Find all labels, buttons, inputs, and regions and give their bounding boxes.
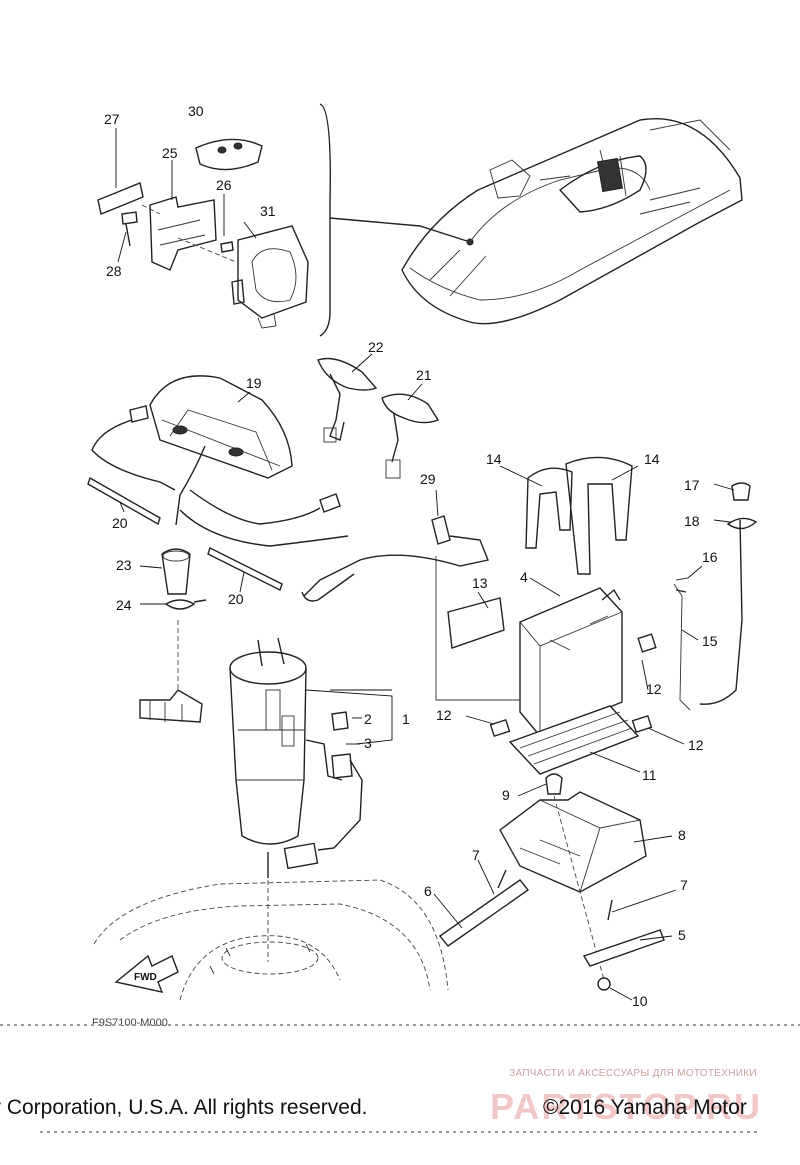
remote-group: [97, 138, 309, 329]
callout-29: 29: [420, 471, 436, 487]
copyright-left: r Corporation, U.S.A. All rights reserve…: [0, 1096, 368, 1119]
callout-30: 30: [188, 103, 204, 119]
callout-14a: 14: [486, 451, 502, 467]
callout-24: 24: [116, 597, 132, 613]
callout-26: 26: [216, 177, 232, 193]
fuel-tank-outline: [93, 879, 449, 1001]
battery-bands: [525, 456, 633, 575]
callout-5: 5: [678, 927, 686, 943]
callout-1: 1: [402, 711, 410, 727]
callout-14b: 14: [644, 451, 660, 467]
watercraft-illustration: [401, 118, 743, 325]
fuel-pump-module: [229, 637, 363, 962]
callout-16: 16: [702, 549, 718, 565]
battery-box: [438, 773, 665, 991]
callout-12a: 12: [646, 681, 662, 697]
battery: [519, 587, 623, 737]
callout-9: 9: [502, 787, 510, 803]
callout-17: 17: [684, 477, 700, 493]
grommet-and-clamp: [139, 548, 207, 723]
callout-23: 23: [116, 557, 132, 573]
callout-20b: 20: [228, 591, 244, 607]
multifunction-meter: [91, 375, 349, 547]
callout-13: 13: [472, 575, 488, 591]
callout-7b: 7: [680, 877, 688, 893]
switch-assembly-21: [381, 393, 440, 479]
watermark-tagline: ЗАПЧАСТИ И АКСЕССУАРЫ ДЛЯ МОТОТЕХНИКИ: [509, 1068, 757, 1079]
callout-19: 19: [246, 375, 262, 391]
watermark-logo: PARTSTOP.RU: [490, 1086, 763, 1127]
battery-pads: [447, 597, 657, 775]
callout-2: 2: [364, 711, 372, 727]
callout-31: 31: [260, 203, 276, 219]
callout-12c: 12: [688, 737, 704, 753]
copyright-footer: r Corporation, U.S.A. All rights reserve…: [0, 1096, 800, 1120]
callout-28: 28: [106, 263, 122, 279]
fwd-label: FWD: [134, 972, 157, 983]
cable-ties: [87, 476, 283, 591]
callout-7a: 7: [472, 847, 480, 863]
callout-21: 21: [416, 367, 432, 383]
group-bracket: [319, 103, 331, 337]
callout-12b: 12: [436, 707, 452, 723]
leader-lines: [115, 128, 735, 1001]
callout-11: 11: [642, 767, 657, 783]
callout-8: 8: [678, 827, 686, 843]
callout-labels: 1 2 3 4 5 6 7 7 8 9 10 11 12 12 12 12 13…: [92, 103, 718, 1029]
copyright-right: ©2016 Yamaha Motor: [543, 1096, 747, 1119]
figure-code: F9S7100-M000: [92, 1017, 168, 1029]
scan-noise-line: [40, 1131, 760, 1133]
callout-25: 25: [162, 145, 178, 161]
callout-3: 3: [364, 735, 372, 751]
forward-arrow: FWD: [114, 954, 179, 993]
scan-noise-line: [0, 1024, 800, 1026]
callout-18: 18: [684, 513, 700, 529]
callout-10: 10: [632, 993, 648, 1009]
callout-22: 22: [368, 339, 384, 355]
location-leader: [329, 217, 471, 243]
callout-15: 15: [702, 633, 718, 649]
switch-assembly-22: [317, 357, 378, 443]
callout-20a: 20: [112, 515, 128, 531]
callout-27: 27: [104, 111, 120, 127]
vent-fitting: [675, 482, 758, 593]
callout-6: 6: [424, 883, 432, 899]
battery-cables: [301, 515, 743, 711]
callout-4: 4: [520, 569, 528, 585]
